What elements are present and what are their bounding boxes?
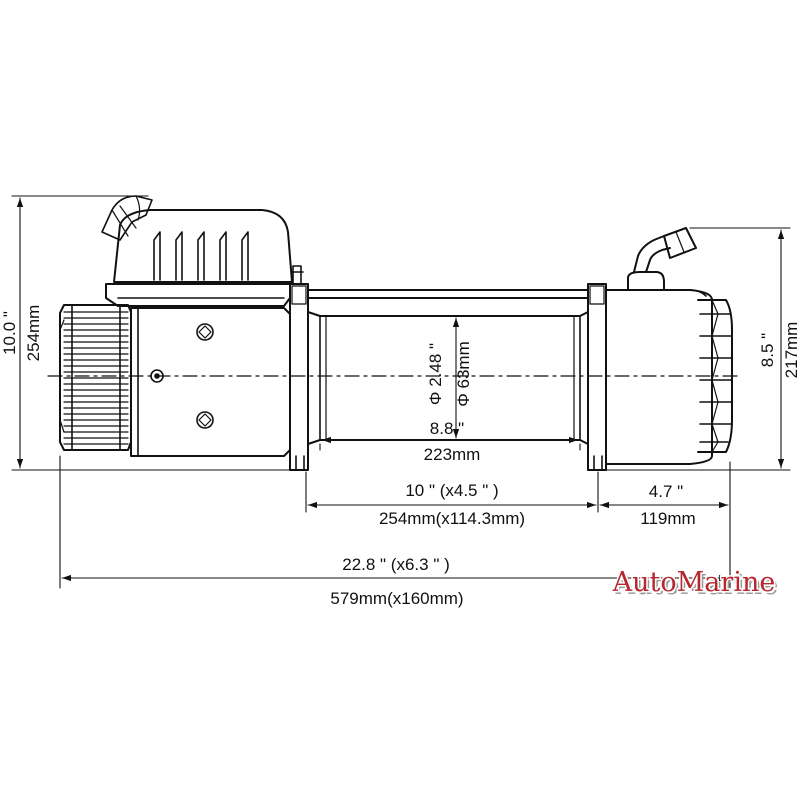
label-overall-length-mm: 579mm(x160mm) bbox=[330, 589, 463, 608]
brand-logo-text: AutoMarine bbox=[612, 567, 776, 598]
label-mount-spacing-mm: 254mm(x114.3mm) bbox=[379, 509, 525, 528]
tie-bar bbox=[307, 289, 589, 299]
brand-logo: AutoMarine AutoMarine bbox=[610, 566, 779, 602]
label-gearbox-height-mm: 217mm bbox=[782, 322, 800, 379]
label-drum-diameter-in: Φ 2.48 " bbox=[426, 343, 445, 405]
label-overall-length-in: 22.8 " (x6.3 " ) bbox=[342, 555, 450, 574]
label-drum-length-mm: 223mm bbox=[424, 445, 481, 464]
right-end-plate bbox=[587, 283, 607, 471]
extension-lines bbox=[11, 195, 791, 589]
label-gearbox-height-in: 8.5 " bbox=[758, 333, 777, 367]
dimension-labels: 10.0 " 254mm 8.5 " 217mm Φ 2.48 " Φ 63mm… bbox=[0, 305, 800, 608]
motor-end-cap bbox=[59, 304, 132, 451]
label-gearbox-length-mm: 119mm bbox=[640, 509, 695, 528]
motor-housing bbox=[130, 307, 291, 457]
gear-box bbox=[605, 227, 733, 465]
brand-logo-shadow: AutoMarine bbox=[615, 570, 779, 601]
label-overall-height-in: 10.0 " bbox=[0, 311, 19, 355]
label-drum-length-in: 8.8 " bbox=[430, 419, 464, 438]
label-overall-height-mm: 254mm bbox=[24, 305, 43, 362]
label-mount-spacing-in: 10 " (x4.5 " ) bbox=[405, 481, 498, 500]
dimension-lines bbox=[16, 197, 785, 582]
label-gearbox-length-in: 4.7 " bbox=[649, 482, 683, 501]
label-drum-diameter-mm: Φ 63mm bbox=[454, 341, 473, 407]
left-end-plate bbox=[289, 283, 309, 471]
control-box bbox=[101, 195, 304, 307]
